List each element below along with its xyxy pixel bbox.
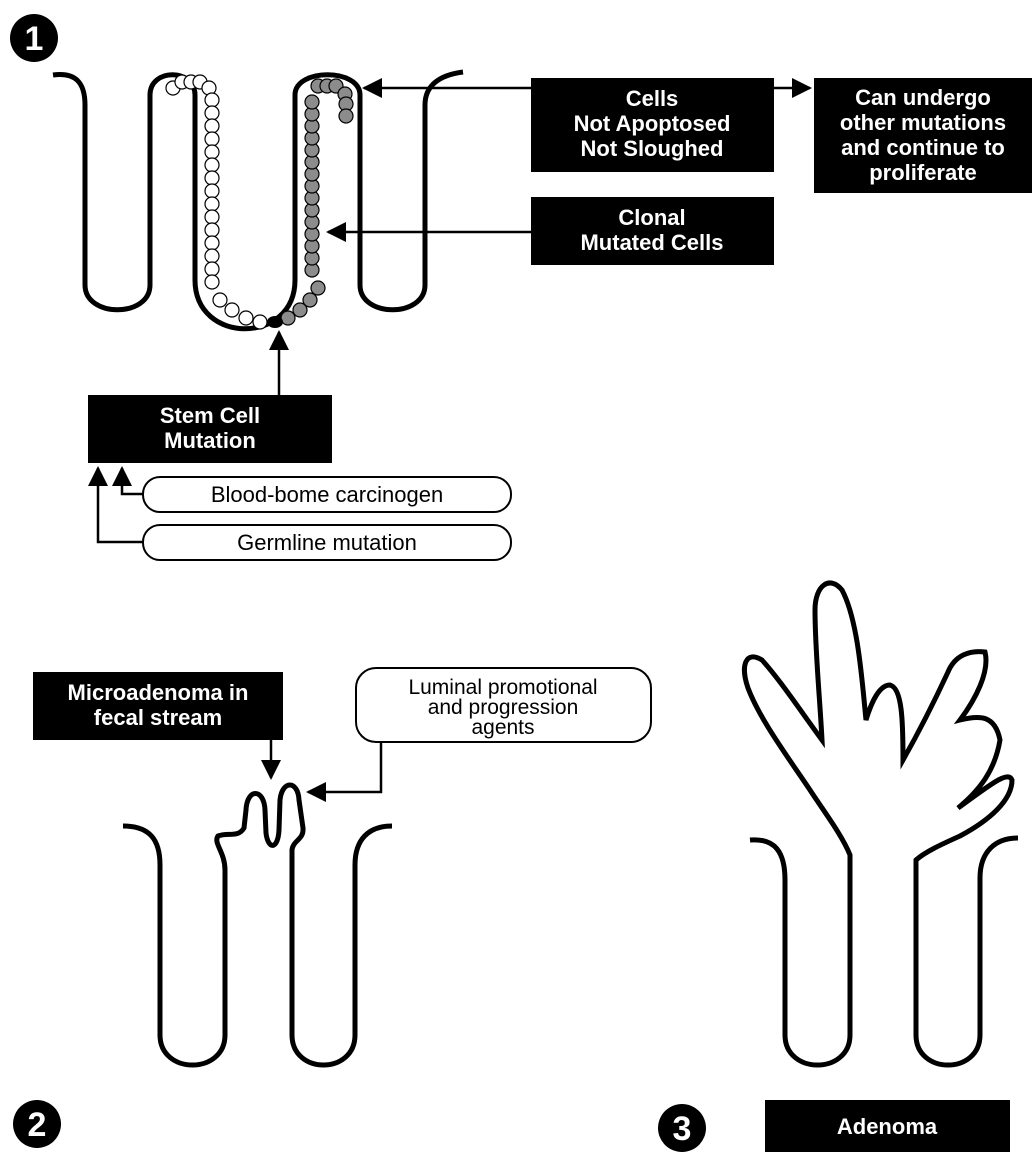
svg-text:Can undergo: Can undergo [855,85,991,110]
clonal-mutated-cells [280,78,354,326]
normal-cell [252,314,268,330]
normal-cell [204,144,220,160]
svg-text:1: 1 [25,20,44,58]
svg-text:2: 2 [28,1106,47,1144]
normal-cell [204,183,220,199]
svg-text:Clonal: Clonal [618,205,685,230]
crypt-outline-panel-1 [52,69,464,332]
normal-cell [204,261,220,277]
normal-cell [204,235,220,251]
germline-mutation-label: Germline mutation [142,524,512,561]
svg-text:3: 3 [673,1110,692,1148]
svg-text:Not Apoptosed: Not Apoptosed [574,111,731,136]
mutated-cell [304,94,320,110]
mutated-cell [302,292,318,308]
luminal-agents-label: Luminal promotional and progression agen… [355,667,652,743]
normal-cell [204,131,220,147]
normal-cell [212,292,228,308]
stem-cell-mutation-box: Stem Cell Mutation [88,395,332,463]
adenoma-outline [742,580,1019,1068]
svg-text:agents: agents [471,716,534,739]
clonal-mutated-cells-box: Clonal Mutated Cells [531,197,774,265]
panel-1-number-badge: 1 [10,14,58,62]
crypt-outline-panel-2 [122,782,393,1068]
normal-cell [204,92,220,108]
blood-borne-carcinogen-label: Blood-bome carcinogen [142,476,512,513]
svg-text:Cells: Cells [626,86,679,111]
can-undergo-mutations-box: Can undergo other mutations and continue… [814,78,1032,193]
mutated-cell [338,108,354,124]
svg-text:Adenoma: Adenoma [837,1114,938,1139]
svg-text:Germline mutation: Germline mutation [237,530,417,555]
svg-text:proliferate: proliferate [869,160,977,185]
microadenoma-box: Microadenoma in fecal stream [33,672,283,740]
svg-text:Luminal promotional: Luminal promotional [408,676,597,699]
normal-cell [204,222,220,238]
normal-cells [165,74,268,330]
normal-cell [204,118,220,134]
normal-cell [204,105,220,121]
adenoma-box: Adenoma [765,1100,1010,1152]
mutated-cell [310,280,326,296]
panel-3-number-badge: 3 [658,1104,706,1152]
svg-text:Microadenoma in: Microadenoma in [68,680,249,705]
cells-not-apoptosed-box: Cells Not Apoptosed Not Sloughed [531,78,774,172]
svg-text:Mutation: Mutation [164,428,256,453]
svg-text:other mutations: other mutations [840,110,1006,135]
normal-cell [204,196,220,212]
normal-cell [238,310,254,326]
svg-text:Blood-bome carcinogen: Blood-bome carcinogen [211,482,443,507]
normal-cell [204,274,220,290]
normal-cell [224,302,240,318]
arrow-germline-to-stem [88,466,143,544]
panel-2-number-badge: 2 [13,1100,61,1148]
mutated-cell [280,310,296,326]
arrow-carcinogen-to-stem [112,466,143,496]
svg-text:and progression: and progression [428,696,579,719]
mutated-cell [292,302,308,318]
normal-cell [204,157,220,173]
normal-cell [204,170,220,186]
arrow-luminal-to-microadenoma [306,742,383,802]
svg-text:Mutated Cells: Mutated Cells [580,230,723,255]
normal-cell [204,209,220,225]
svg-text:Stem Cell: Stem Cell [160,403,260,428]
svg-text:Not Sloughed: Not Sloughed [581,136,724,161]
normal-cell [204,248,220,264]
mutated-stem-cell [267,316,283,328]
svg-text:and continue to: and continue to [841,135,1005,160]
svg-text:fecal stream: fecal stream [94,705,222,730]
